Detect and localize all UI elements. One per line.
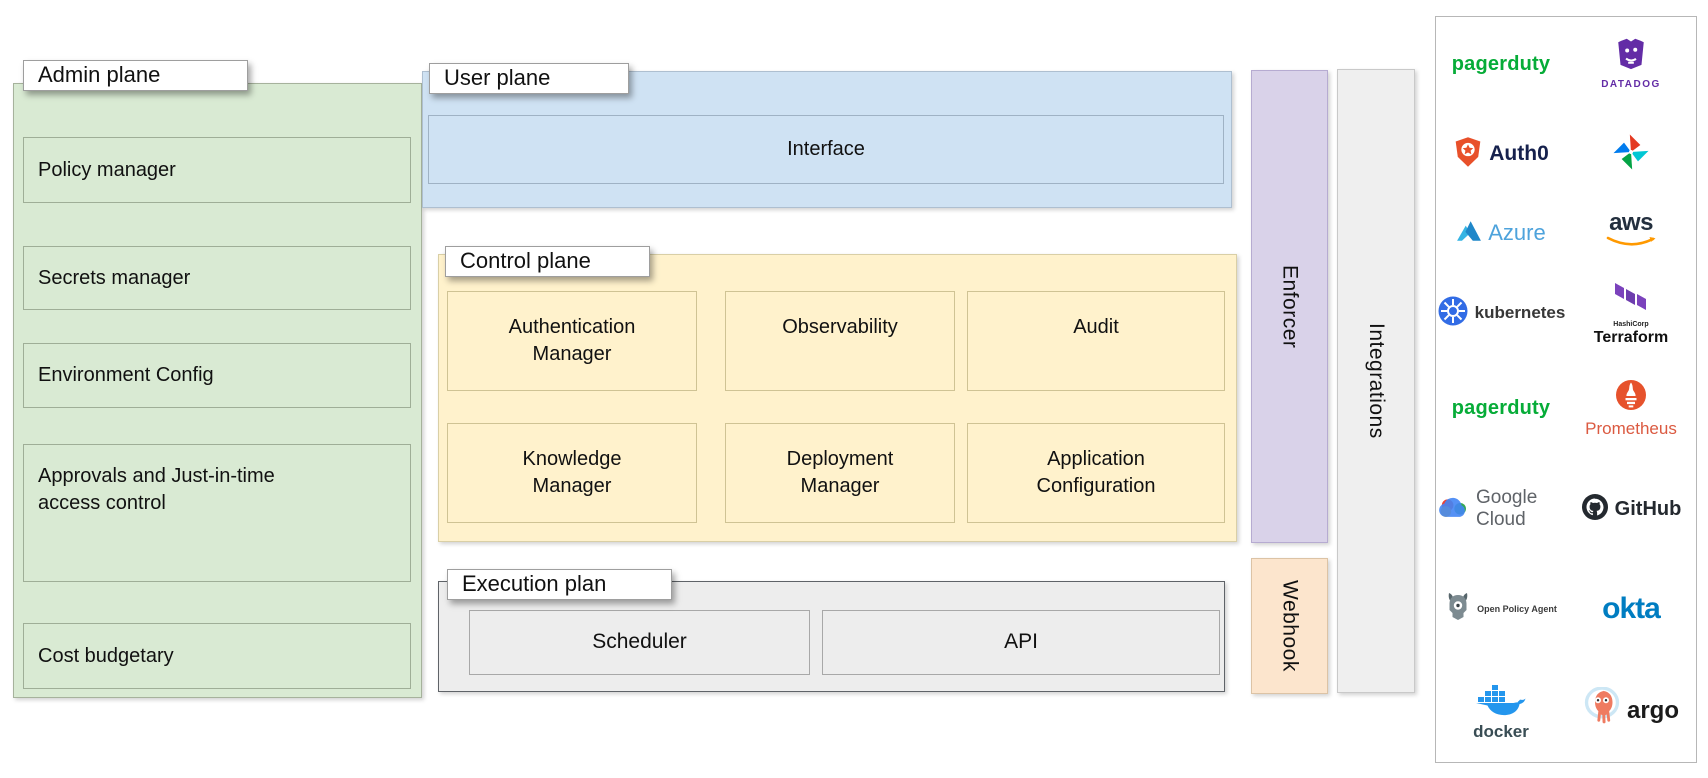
aws-smile-icon — [1605, 235, 1657, 253]
auth0-logo: Auth0 — [1453, 136, 1549, 173]
google-cloud-logo: Google Cloud — [1436, 487, 1566, 531]
integrations-label: Integrations — [1365, 323, 1388, 439]
azure-wordmark: Azure — [1488, 220, 1546, 245]
webhook-label: Webhook — [1278, 580, 1302, 672]
execution-plan-tab: Execution plan — [447, 569, 672, 600]
github-logo: GitHub — [1581, 493, 1682, 526]
argo-logo: argo — [1583, 686, 1679, 734]
argo-wordmark: argo — [1626, 696, 1679, 724]
admin-item-cost-budgetary: Cost budgetary — [23, 623, 411, 689]
control-box-authentication-manager: Authentication Manager — [447, 291, 697, 391]
aws-logo: aws — [1605, 209, 1657, 253]
github-wordmark: GitHub — [1614, 497, 1682, 520]
integrations-bar: Integrations — [1337, 69, 1415, 693]
admin-item-secrets-manager: Secrets manager — [23, 246, 411, 310]
google-cloud-icon — [1436, 493, 1470, 526]
okta-logo: okta — [1602, 592, 1661, 626]
docker-logo: docker — [1473, 682, 1529, 741]
pagerduty-logo: pagerduty — [1452, 53, 1550, 76]
datadog-wordmark: DATADOG — [1601, 79, 1661, 90]
airflow-logo — [1610, 131, 1652, 178]
admin-item-environment-config: Environment Config — [23, 343, 411, 408]
azure-logo: Azure — [1456, 220, 1546, 247]
aws-wordmark: aws — [1609, 209, 1653, 236]
docker-whale-icon — [1475, 682, 1527, 723]
control-box-observability: Observability — [725, 291, 955, 391]
execution-box-api: API — [822, 610, 1220, 675]
docker-wordmark: docker — [1473, 722, 1529, 741]
datadog-icon — [1614, 38, 1648, 77]
user-plane-tab: User plane — [429, 63, 629, 94]
kubernetes-wordmark: kubernetes — [1474, 303, 1566, 322]
terraform-wordmark: Terraform — [1593, 328, 1669, 346]
admin-plane-tab: Admin plane — [23, 60, 248, 91]
kubernetes-helm-icon — [1437, 295, 1469, 332]
auth0-icon — [1453, 136, 1483, 173]
integrations-logo-panel: pagerduty DATADOG Auth0 — [1435, 16, 1697, 763]
control-box-deployment-manager: Deployment Manager — [725, 423, 955, 523]
terraform-logo: HashiCorp Terraform — [1594, 282, 1668, 345]
terraform-icon — [1613, 282, 1649, 319]
pagerduty-wordmark: pagerduty — [1451, 396, 1551, 419]
airflow-pinwheel-icon — [1610, 131, 1652, 178]
control-box-audit: Audit — [967, 291, 1225, 391]
control-box-knowledge-manager: Knowledge Manager — [447, 423, 697, 523]
github-octocat-icon — [1581, 493, 1609, 526]
pagerduty-wordmark: pagerduty — [1451, 52, 1551, 75]
opa-helmet-icon — [1445, 592, 1471, 627]
prometheus-logo: Prometheus — [1585, 378, 1677, 439]
open-policy-agent-wordmark: Open Policy Agent — [1477, 604, 1557, 614]
pagerduty-logo-2: pagerduty — [1452, 397, 1550, 420]
admin-item-policy-manager: Policy manager — [23, 137, 411, 203]
enforcer-bar: Enforcer — [1251, 70, 1328, 543]
control-box-application-configuration: Application Configuration — [967, 423, 1225, 523]
argo-octopus-icon — [1583, 686, 1621, 734]
enforcer-label: Enforcer — [1278, 264, 1302, 349]
hashicorp-wordmark: HashiCorp — [1613, 320, 1649, 328]
control-plane-tab: Control plane — [445, 246, 650, 277]
open-policy-agent-logo: Open Policy Agent — [1445, 592, 1557, 627]
datadog-logo: DATADOG — [1601, 38, 1661, 90]
prometheus-wordmark: Prometheus — [1585, 418, 1677, 438]
webhook-bar: Webhook — [1251, 558, 1328, 694]
prometheus-torch-icon — [1614, 378, 1648, 417]
google-cloud-wordmark: Google Cloud — [1476, 487, 1538, 530]
interface-box: Interface — [428, 115, 1224, 184]
azure-icon — [1456, 220, 1482, 247]
execution-box-scheduler: Scheduler — [469, 610, 810, 675]
okta-wordmark: okta — [1602, 592, 1661, 625]
admin-item-approvals-jit-access: Approvals and Just-in-time access contro… — [23, 444, 411, 582]
kubernetes-logo: kubernetes — [1437, 295, 1566, 332]
auth0-wordmark: Auth0 — [1489, 142, 1549, 165]
